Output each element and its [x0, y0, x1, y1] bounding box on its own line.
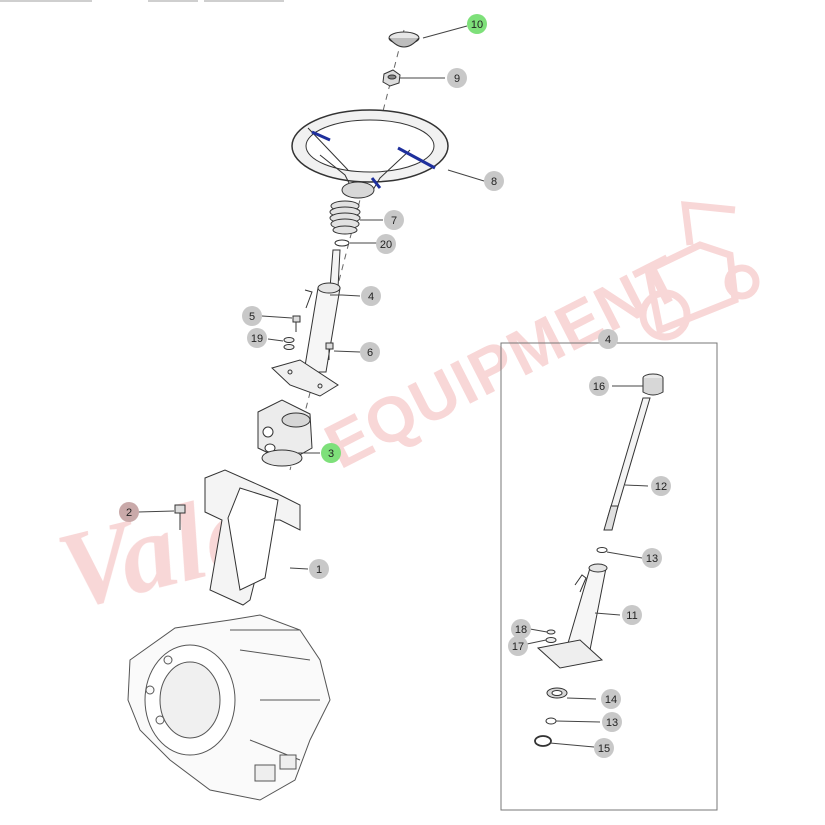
callout-c16: 16 [589, 376, 609, 396]
bearing-14 [546, 687, 568, 699]
top-tab-strip [0, 0, 825, 3]
callout-number: 1 [316, 564, 322, 576]
callout-number: 19 [251, 333, 263, 345]
washer [334, 239, 350, 247]
steering-valve [257, 399, 313, 467]
callout-c3: 3 [321, 443, 341, 463]
seal-15 [534, 735, 552, 747]
callout-number: 11 [626, 610, 637, 622]
callout-number: 7 [391, 215, 397, 227]
callout-c17: 17 [508, 636, 528, 656]
callout-badge [384, 210, 404, 230]
callout-badge [508, 636, 528, 656]
callout-badge [361, 286, 381, 306]
callout-badge [321, 443, 341, 463]
callout-badge [589, 376, 609, 396]
clip-18-17 [545, 629, 557, 643]
bolt-6 [325, 342, 334, 360]
callout-number: 8 [491, 176, 497, 188]
callout-badge [360, 342, 380, 362]
callout-c10: 10 [467, 14, 487, 34]
support-bracket [204, 469, 301, 606]
circlip-13-upper [596, 547, 608, 553]
callout-c4b: 4 [598, 329, 618, 349]
callout-c12: 12 [651, 476, 671, 496]
callout-c4a: 4 [361, 286, 381, 306]
callout-number: 16 [593, 381, 605, 393]
callout-c11: 11 [622, 605, 642, 625]
callout-number: 9 [454, 73, 460, 85]
top-tab [148, 0, 198, 2]
callout-badge [467, 14, 487, 34]
callout-number: 20 [380, 239, 392, 251]
callout-number: 17 [512, 641, 524, 653]
callout-c15: 15 [594, 738, 614, 758]
callout-c9: 9 [447, 68, 467, 88]
callout-c8: 8 [484, 171, 504, 191]
tractor-icon [639, 201, 760, 341]
callout-c14: 14 [601, 689, 621, 709]
top-tab [204, 0, 284, 2]
callout-c20: 20 [376, 234, 396, 254]
callout-c2: 2 [119, 502, 139, 522]
callout-badge [622, 605, 642, 625]
nut [382, 69, 401, 87]
callout-badge [598, 329, 618, 349]
callout-badge [119, 502, 139, 522]
callout-c13b: 13 [602, 712, 622, 732]
callout-c19: 19 [247, 328, 267, 348]
callout-c5: 5 [242, 306, 262, 326]
callout-number: 18 [515, 624, 527, 636]
callout-number: 15 [598, 743, 610, 755]
transmission-housing [127, 614, 331, 801]
callout-c13a: 13 [642, 548, 662, 568]
callout-c1: 1 [309, 559, 329, 579]
callout-badge [651, 476, 671, 496]
callout-c6: 6 [360, 342, 380, 362]
bolt-5 [292, 315, 301, 332]
callout-badge [242, 306, 262, 326]
callout-badge [594, 738, 614, 758]
callout-c18: 18 [511, 619, 531, 639]
steering-column [271, 249, 341, 397]
spring [329, 200, 361, 235]
top-tab [0, 0, 92, 2]
leader-lines [137, 25, 649, 748]
callout-badge [447, 68, 467, 88]
callout-number: 12 [655, 481, 667, 493]
callout-badge [309, 559, 329, 579]
callout-number: 4 [368, 291, 374, 303]
callout-number: 13 [606, 717, 618, 729]
callout-badge [484, 171, 504, 191]
callout-number: 14 [605, 694, 617, 706]
callout-number: 10 [471, 19, 483, 31]
steering-wheel [291, 109, 449, 199]
callout-badge [376, 234, 396, 254]
axis-line [289, 29, 405, 471]
callout-number: 2 [126, 507, 132, 519]
callout-number: 5 [249, 311, 255, 323]
callout-number: 6 [367, 347, 373, 359]
washer-19 [283, 337, 295, 350]
callout-badge [247, 328, 267, 348]
callout-badge [642, 548, 662, 568]
column-cap-16 [642, 373, 664, 396]
callout-number: 4 [605, 334, 611, 346]
callout-badge [601, 689, 621, 709]
callout-number: 3 [328, 448, 334, 460]
horn-cap [388, 31, 420, 48]
callout-c7: 7 [384, 210, 404, 230]
bolt-2 [174, 504, 186, 530]
column-tube-11 [536, 563, 608, 669]
column-shaft-12 [603, 397, 651, 531]
callout-number: 13 [646, 553, 658, 565]
callout-badge [602, 712, 622, 732]
callout-badge [511, 619, 531, 639]
